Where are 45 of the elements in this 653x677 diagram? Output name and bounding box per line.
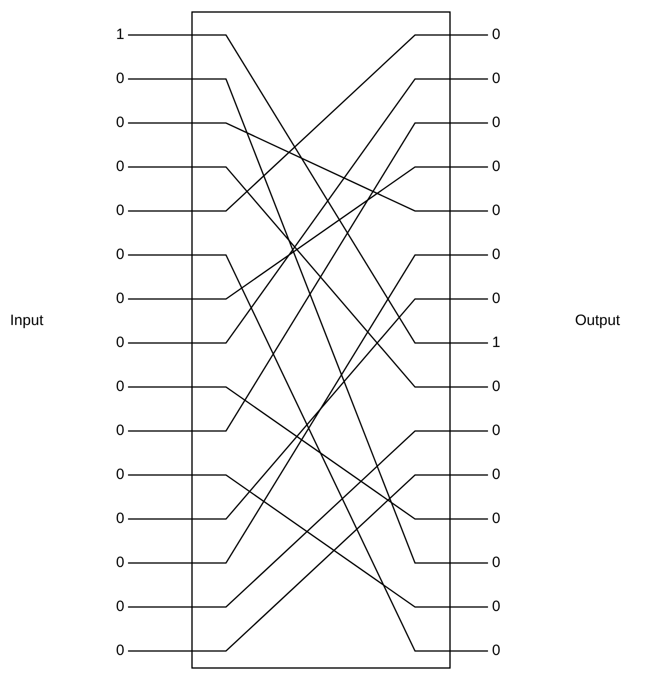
wire — [128, 166, 488, 300]
wire — [128, 166, 488, 388]
wire — [128, 122, 488, 212]
input-value: 0 — [116, 202, 124, 220]
output-value: 0 — [492, 554, 500, 572]
wire — [128, 254, 488, 564]
output-value: 0 — [492, 422, 500, 440]
wire — [128, 122, 488, 432]
output-value: 1 — [492, 334, 500, 352]
output-value: 0 — [492, 466, 500, 484]
wire — [128, 474, 488, 608]
output-value: 0 — [492, 598, 500, 616]
input-value: 1 — [116, 26, 124, 44]
input-value: 0 — [116, 290, 124, 308]
output-value: 0 — [492, 290, 500, 308]
input-value: 0 — [116, 422, 124, 440]
output-value: 0 — [492, 642, 500, 660]
wire — [128, 474, 488, 652]
input-label: Input — [10, 312, 44, 330]
output-value: 0 — [492, 70, 500, 88]
wire — [128, 386, 488, 520]
input-value: 0 — [116, 158, 124, 176]
wire — [128, 430, 488, 608]
output-value: 0 — [492, 510, 500, 528]
input-value: 0 — [116, 114, 124, 132]
output-value: 0 — [492, 26, 500, 44]
input-value: 0 — [116, 378, 124, 396]
input-value: 0 — [116, 554, 124, 572]
output-value: 0 — [492, 202, 500, 220]
input-value: 0 — [116, 510, 124, 528]
input-value: 0 — [116, 642, 124, 660]
output-value: 0 — [492, 378, 500, 396]
output-value: 0 — [492, 114, 500, 132]
output-value: 0 — [492, 246, 500, 264]
input-value: 0 — [116, 70, 124, 88]
input-value: 0 — [116, 598, 124, 616]
input-value: 0 — [116, 466, 124, 484]
wire — [128, 298, 488, 520]
output-value: 0 — [492, 158, 500, 176]
wire — [128, 254, 488, 652]
wire — [128, 78, 488, 564]
input-value: 0 — [116, 334, 124, 352]
output-label: Output — [575, 312, 620, 330]
input-value: 0 — [116, 246, 124, 264]
wire — [128, 34, 488, 212]
